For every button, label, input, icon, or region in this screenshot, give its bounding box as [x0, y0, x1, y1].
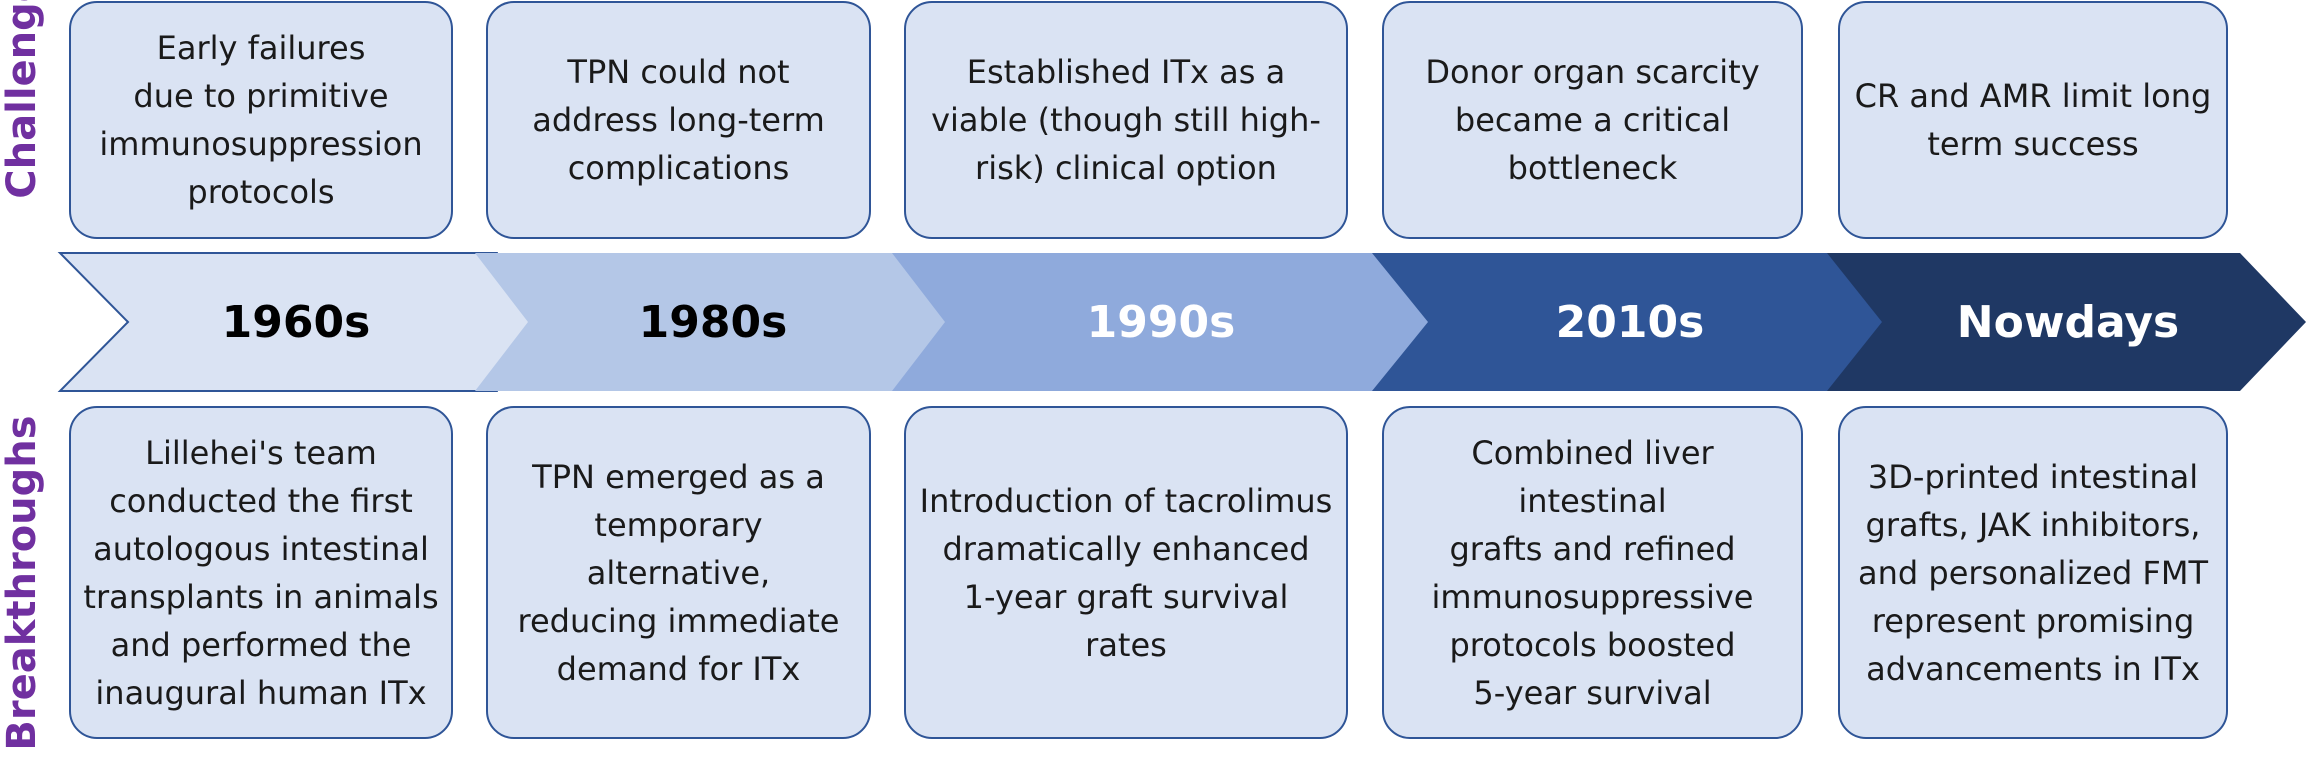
era-label-nowdays: Nowdays	[1957, 297, 2179, 348]
breakthrough-box-nowdays: 3D-printed intestinal grafts, JAK inhibi…	[1838, 406, 2228, 739]
challenge-text: Established ITx as a viable (though stil…	[931, 53, 1321, 187]
era-label-1980s: 1980s	[639, 297, 788, 348]
breakthrough-text: Combined liver intestinal grafts and ref…	[1431, 433, 1754, 712]
breakthrough-text: Lillehei's team conducted the first auto…	[83, 433, 439, 712]
era-label-1990s: 1990s	[1087, 297, 1236, 348]
challenge-text: TPN could not address long-term complica…	[532, 53, 825, 187]
breakthrough-text: TPN emerged as a temporary alternative, …	[517, 457, 840, 688]
challenge-box-2010s: Donor organ scarcity became a critical b…	[1382, 1, 1803, 239]
era-label-2010s: 2010s	[1556, 297, 1705, 348]
challenge-box-1980s: TPN could not address long-term complica…	[486, 1, 871, 239]
challenge-text: Early failures due to primitive immunosu…	[99, 29, 423, 211]
arrow-1980s	[475, 253, 947, 391]
breakthrough-text: Introduction of tacrolimus dramatically …	[919, 481, 1333, 664]
arrow-2010s	[1372, 253, 1885, 391]
challenge-box-1960s: Early failures due to primitive immunosu…	[69, 1, 453, 239]
breakthrough-box-1980s: TPN emerged as a temporary alternative, …	[486, 406, 871, 739]
era-label-1960s: 1960s	[222, 297, 371, 348]
challenge-text: Donor organ scarcity became a critical b…	[1425, 53, 1760, 187]
breakthrough-box-1990s: Introduction of tacrolimus dramatically …	[904, 406, 1348, 739]
challenge-text: CR and AMR limit long term success	[1854, 77, 2212, 163]
breakthrough-text: 3D-printed intestinal grafts, JAK inhibi…	[1858, 457, 2208, 688]
challenge-box-1990s: Established ITx as a viable (though stil…	[904, 1, 1348, 239]
challenge-box-nowdays: CR and AMR limit long term success	[1838, 1, 2228, 239]
breakthrough-box-1960s: Lillehei's team conducted the first auto…	[69, 406, 453, 739]
arrow-1990s	[892, 253, 1431, 391]
arrow-nowdays	[1827, 253, 2306, 391]
breakthrough-box-2010s: Combined liver intestinal grafts and ref…	[1382, 406, 1803, 739]
